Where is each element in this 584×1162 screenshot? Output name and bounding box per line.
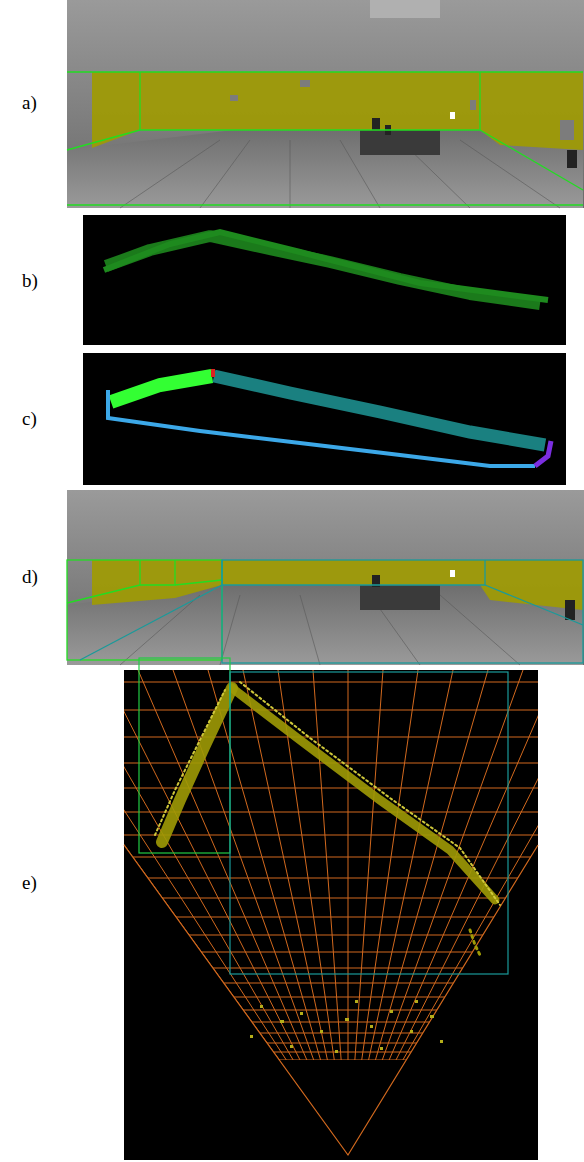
top-view-map-e (0, 658, 584, 1160)
camera-image-a (67, 0, 584, 208)
panel-label: d) (22, 566, 38, 588)
segmented-grid-c (83, 353, 566, 485)
panel-label: b) (22, 270, 38, 292)
occupancy-grid-b (83, 215, 566, 345)
panel-label: a) (22, 92, 37, 114)
camera-image-d (67, 490, 584, 665)
panel-label: e) (22, 872, 37, 894)
panel-label: c) (22, 408, 37, 430)
